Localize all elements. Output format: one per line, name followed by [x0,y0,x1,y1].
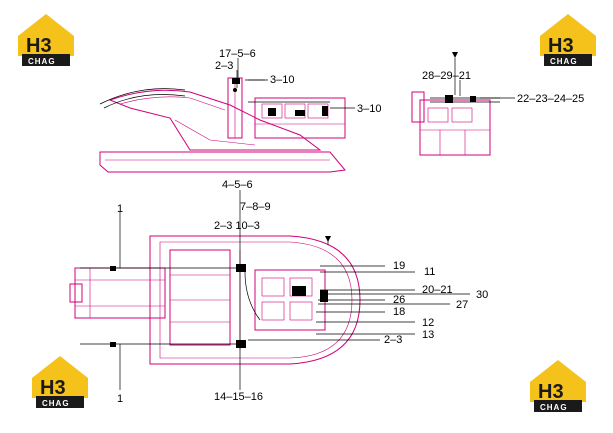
callout-11: 11 [424,266,435,278]
svg-text:H3: H3 [40,377,66,399]
callout-7-8-9: 7–8–9 [240,201,271,213]
callout-14-15-16: 14–15–16 [214,391,263,403]
callout-12: 12 [422,317,434,329]
svg-text:H3: H3 [538,381,564,403]
callout-30: 30 [476,289,488,301]
svg-text:CHAG: CHAG [540,403,568,412]
side-view-drawing [99,77,346,173]
callout-2-3-top: 2–3 [215,60,233,72]
rear-view-drawing [411,52,500,156]
leader-lines [119,58,515,390]
logo-top-left: H3 CHAG [18,14,74,66]
callout-20-21: 20–21 [422,284,453,296]
svg-text:H3: H3 [26,35,52,57]
callout-22-23-24-25: 22–23–24–25 [517,93,584,105]
callout-17-5-6: 17–5–6 [219,48,256,60]
logo-top-right: H3 CHAG [540,14,596,66]
logo-bottom-right: H3 CHAG [530,360,586,412]
callout-2-3-bottom: 2–3 [384,334,402,346]
svg-text:CHAG: CHAG [42,399,70,408]
callout-28-29-21: 28–29–21 [422,70,471,82]
callout-27: 27 [456,299,468,311]
logo-bottom-left: H3 CHAG [32,356,88,408]
callout-26: 26 [393,294,405,306]
callout-2-3-10-3: 2–3 10–3 [214,220,260,232]
callout-3-10-a: 3–10 [270,74,294,86]
callout-19: 19 [393,260,405,272]
callout-4-5-6: 4–5–6 [222,179,253,191]
callout-18: 18 [393,306,405,318]
svg-text:H3: H3 [548,35,574,57]
callout-1-top: 1 [117,203,123,215]
callout-13: 13 [422,329,434,341]
callout-3-10-b: 3–10 [357,103,381,115]
svg-text:CHAG: CHAG [28,57,56,66]
top-view-drawing [69,235,361,365]
svg-text:CHAG: CHAG [550,57,578,66]
callout-1-bottom: 1 [117,393,123,405]
